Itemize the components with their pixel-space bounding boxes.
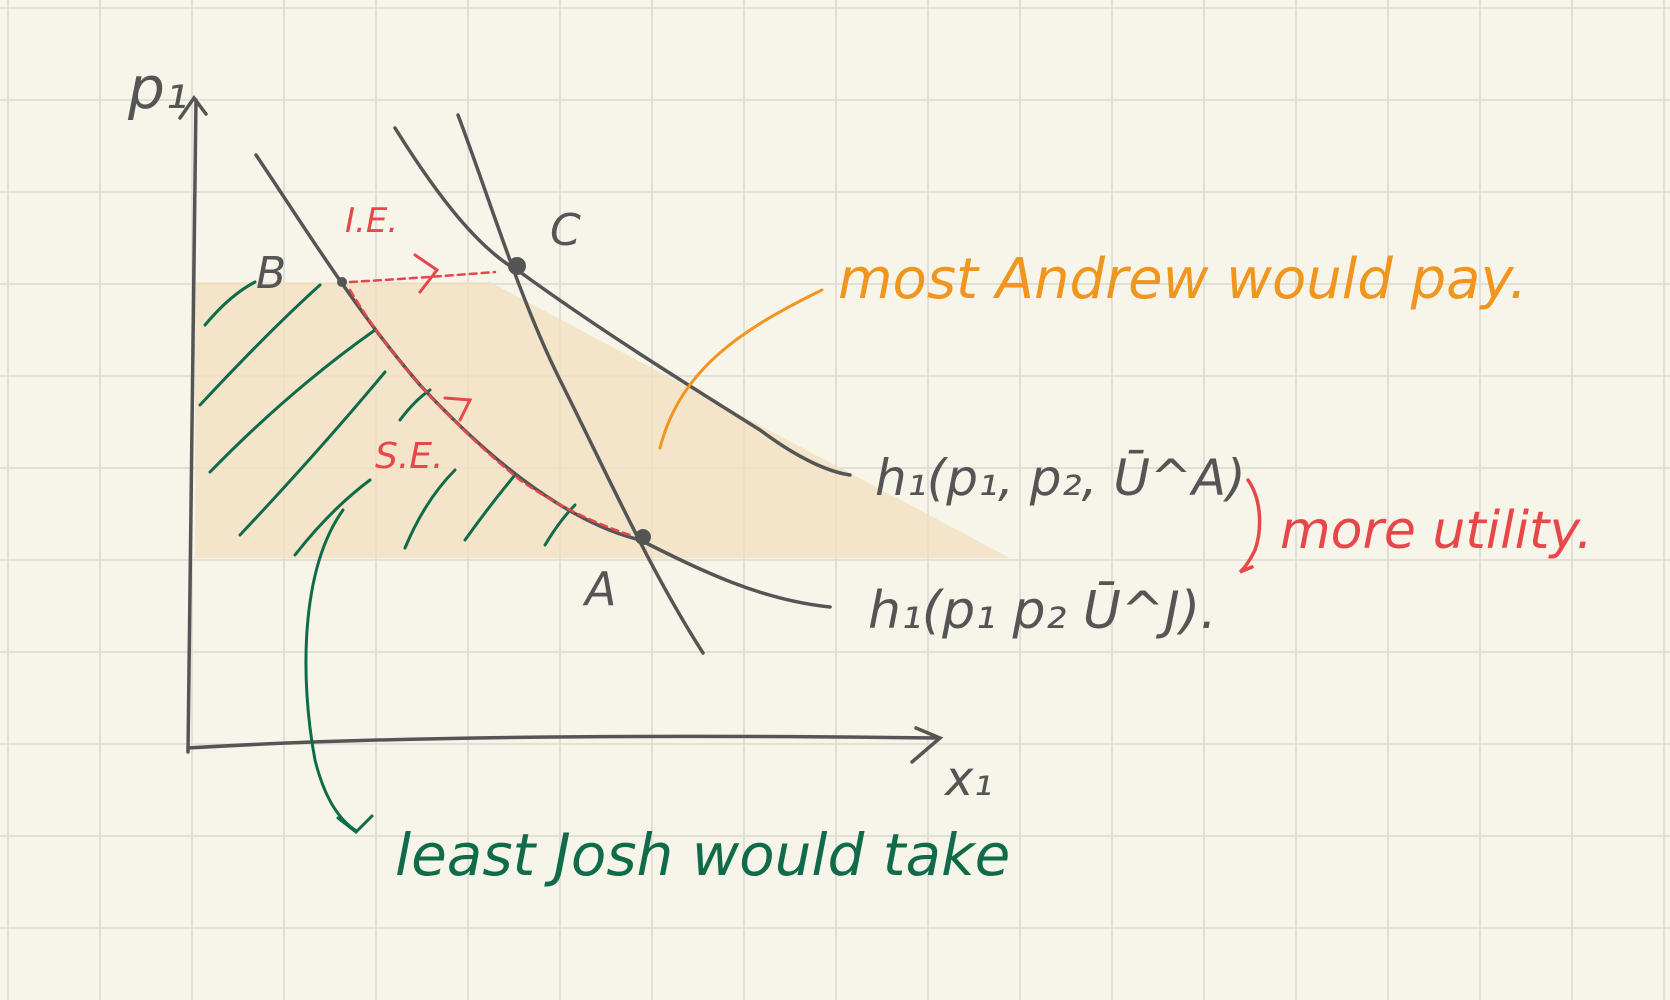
josh-pointer-line [304,508,357,832]
axes [178,95,944,764]
income-effect-label: I.E. [345,201,398,241]
josh-pointer-arrowhead [336,814,374,834]
point-a-dot [635,529,651,545]
least-josh-label: least Josh would take [395,821,1010,889]
andrew-pointer-line [658,288,824,450]
more-utility-brace [1238,478,1262,574]
most-andrew-label: most Andrew would pay. [838,247,1527,312]
y-axis-label: p₁ [127,54,188,122]
point-b-label: B [256,248,286,299]
y-axis-arrow [178,95,208,120]
y-axis [186,98,198,754]
x-axis-label: x₁ [943,751,993,807]
point-b-dot [337,277,347,287]
income-effect-arrow [348,270,497,284]
josh-hicksian-curve [254,153,832,609]
income-arrowhead [413,253,440,294]
andrew-surplus-area [195,282,1010,558]
substitution-arrowhead [443,396,473,422]
substitution-effect-label: S.E. [375,436,443,477]
point-c-label: C [550,205,581,256]
effect-arrows [348,270,632,537]
point-a-label: A [582,562,616,616]
josh-hicksian-label: h₁(p₁ p₂ Ū^J). [868,581,1217,641]
point-c-dot [508,257,526,275]
andrew-hicksian-label: h₁(p₁, p₂, Ū^A) [875,449,1246,507]
andrew-hicksian-curve [393,126,852,477]
demand-curves [254,113,852,655]
x-axis-arrow [910,726,944,764]
substitution-effect-arrow [348,288,632,537]
more-utility-label: more utility. [1280,501,1593,561]
x-axis [186,734,940,750]
market-demand-curve [456,113,705,655]
